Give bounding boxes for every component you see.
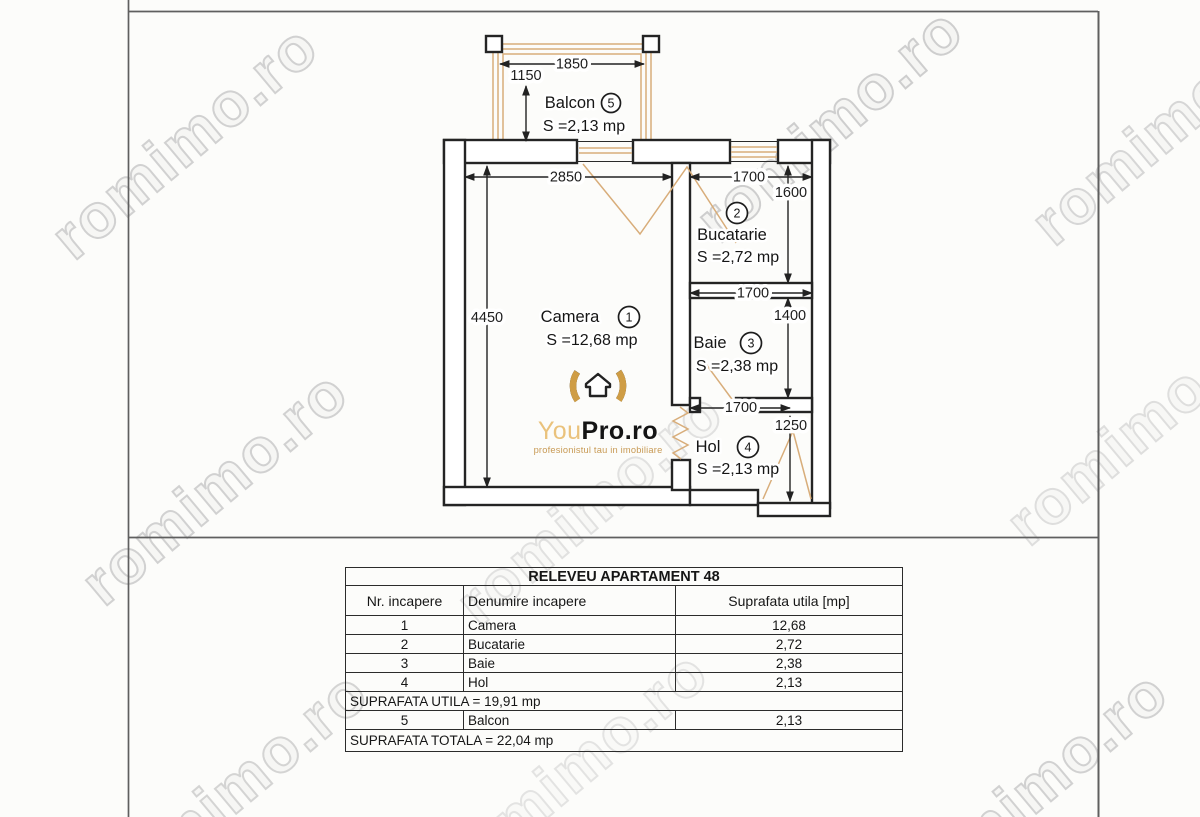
- dim-baie-height: 1400: [774, 308, 806, 324]
- balcony-kitchen-door-swing: [582, 163, 737, 244]
- room-name: Baie: [693, 334, 726, 352]
- cell-name: Hol: [463, 672, 676, 692]
- hol-opening-zigzag: [671, 406, 690, 460]
- dim-hol-height: 1250: [775, 418, 807, 434]
- house-icon: [584, 372, 612, 398]
- cell-area: 2,13: [675, 672, 903, 692]
- cell-nr: 2: [345, 634, 464, 654]
- cell-name: Camera: [463, 615, 676, 635]
- dim-balcon-width: 1850: [556, 57, 588, 73]
- door-swings: [579, 146, 812, 500]
- dim-camera-height: 4450: [471, 310, 503, 326]
- brand-pro: Pro.ro: [581, 417, 659, 445]
- room-baie: Baie 3 S =2,38 mp: [691, 332, 781, 378]
- room-bucatarie: 2 Bucatarie S =2,72 mp: [694, 201, 782, 269]
- col-header-suprafata: Suprafata utila [mp]: [675, 585, 903, 616]
- dim-camera-width: 2850: [550, 170, 582, 186]
- room-number: 5: [608, 97, 615, 111]
- room-area: S =2,38 mp: [696, 358, 778, 375]
- table-row: 2 Bucatarie 2,72: [345, 634, 903, 654]
- walls: [442, 138, 832, 518]
- room-name: Camera: [541, 308, 601, 326]
- room-number: 4: [745, 441, 752, 455]
- cell-nr: 1: [345, 615, 464, 635]
- room-area: S =12,68 mp: [546, 332, 637, 349]
- balcony-railing: [484, 34, 661, 148]
- document-frame: [127, 0, 1100, 817]
- youpro-tagline: profesionistul tau in imobiliare: [533, 445, 663, 455]
- room-number: 2: [734, 207, 741, 221]
- cell-area: 2,72: [675, 634, 903, 654]
- balcony-corner-post: [641, 34, 661, 54]
- entrance-door-swing: [792, 430, 812, 500]
- releveu-table: RELEVEU APARTAMENT 48 Nr. incapere Denum…: [345, 567, 903, 752]
- room-balcon: Balcon 5 S =2,13 mp: [540, 92, 627, 138]
- dimension-lines: [463, 60, 814, 503]
- room-name: Hol: [696, 438, 721, 456]
- table-row: 3 Baie 2,38: [345, 653, 903, 673]
- youpro-brand-text: YouPro.ro: [528, 417, 668, 445]
- balcony-corner-post: [484, 34, 504, 54]
- room-camera: Camera 1 S =12,68 mp: [538, 306, 641, 352]
- dim-bucatarie-height: 1600: [775, 185, 807, 201]
- dim-hol-width: 1700: [725, 400, 757, 416]
- cell-name: Baie: [463, 653, 676, 673]
- cell-nr: 3: [345, 653, 464, 673]
- cell-nr: 4: [345, 672, 464, 692]
- suprafata-totala-row: SUPRAFATA TOTALA = 22,04 mp: [345, 729, 903, 752]
- dim-balcon-depth: 1150: [510, 68, 541, 84]
- youpro-logo-icon: [569, 357, 627, 415]
- room-area: S =2,72 mp: [697, 249, 779, 266]
- dim-baie-width: 1700: [737, 286, 769, 302]
- cell-name: Bucatarie: [463, 634, 676, 654]
- brand-you: You: [537, 417, 582, 445]
- dim-bucatarie-width: 1700: [733, 170, 765, 186]
- youpro-logo: YouPro.ro profesionistul tau in imobilia…: [528, 354, 668, 455]
- room-name: Balcon: [545, 94, 595, 112]
- table-title: RELEVEU APARTAMENT 48: [345, 567, 903, 586]
- cell-area: 2,13: [675, 710, 903, 730]
- suprafata-utila-row: SUPRAFATA UTILA = 19,91 mp: [345, 691, 903, 711]
- cell-area: 2,38: [675, 653, 903, 673]
- table-row: 1 Camera 12,68: [345, 615, 903, 635]
- room-area: S =2,13 mp: [543, 118, 625, 135]
- table-row: 5 Balcon 2,13: [345, 710, 903, 730]
- table-row: 4 Hol 2,13: [345, 672, 903, 692]
- room-number: 1: [626, 311, 633, 325]
- col-header-nr: Nr. incapere: [345, 585, 464, 616]
- col-header-denumire: Denumire incapere: [463, 585, 676, 616]
- room-name: Bucatarie: [697, 226, 767, 244]
- room-hol: Hol 4 S =2,13 mp: [693, 436, 782, 481]
- room-area: S =2,13 mp: [697, 461, 779, 478]
- cell-nr: 5: [345, 710, 464, 730]
- bathroom-door-swing: [702, 359, 735, 403]
- cell-area: 12,68: [675, 615, 903, 635]
- cell-name: Balcon: [463, 710, 676, 730]
- room-number: 3: [748, 337, 755, 351]
- dimension-labels: 1850 1150 2850 1700 1600 4450 1700 1400 …: [467, 53, 810, 438]
